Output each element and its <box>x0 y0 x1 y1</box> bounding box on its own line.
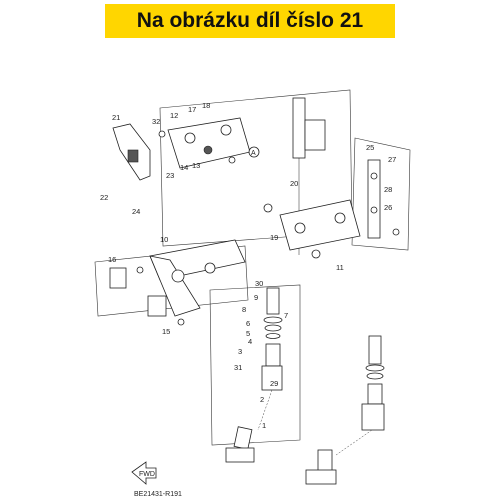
callout-19: 19 <box>270 233 278 242</box>
callout-2: 2 <box>260 395 264 404</box>
callout-5: 5 <box>246 329 250 338</box>
steering-head-tube <box>292 97 326 255</box>
title-banner: Na obrázku díl číslo 21 <box>105 4 395 38</box>
callout-26: 26 <box>384 203 392 212</box>
callout-13: 13 <box>192 161 200 170</box>
banner-title: Na obrázku díl číslo 21 <box>136 9 364 32</box>
fwd-arrow: FWD <box>131 461 157 485</box>
callout-27: 27 <box>388 155 396 164</box>
callout-8: 8 <box>242 305 246 314</box>
callout-11: 11 <box>336 263 344 272</box>
callout-15: 15 <box>162 327 170 336</box>
lower-bracket <box>279 199 361 251</box>
part-25-bracket <box>367 159 381 239</box>
callout-9: 9 <box>254 293 258 302</box>
callout-22: 22 <box>100 193 108 202</box>
fork-left <box>225 287 283 463</box>
upper-bracket <box>167 117 251 169</box>
callout-labels: 21 12 17 18 32 13 14 23 22 24 10 16 15 1… <box>100 101 396 430</box>
svg-text:A: A <box>251 150 256 157</box>
callout-17: 17 <box>188 105 196 114</box>
callout-14: 14 <box>180 163 188 172</box>
callout-25: 25 <box>366 143 374 152</box>
callout-30: 30 <box>255 279 263 288</box>
callout-29: 29 <box>270 379 278 388</box>
callout-12: 12 <box>170 111 178 120</box>
callout-28: 28 <box>384 185 392 194</box>
callout-23: 23 <box>166 171 174 180</box>
callout-21: 21 <box>112 113 120 122</box>
marker-a: A <box>248 146 260 158</box>
callout-20: 20 <box>290 179 298 188</box>
callout-4: 4 <box>248 337 252 346</box>
main-steering-bracket <box>149 239 246 317</box>
callout-31: 31 <box>234 363 242 372</box>
callout-16: 16 <box>108 255 116 264</box>
fork-right <box>305 335 385 485</box>
callout-10: 10 <box>160 235 168 244</box>
svg-text:FWD: FWD <box>139 471 155 478</box>
callout-3: 3 <box>238 347 242 356</box>
callout-18: 18 <box>202 101 210 110</box>
callout-1: 1 <box>262 421 266 430</box>
callout-6: 6 <box>246 319 250 328</box>
callout-24: 24 <box>132 207 140 216</box>
part-21-bracket <box>112 123 151 181</box>
callout-32: 32 <box>152 117 160 126</box>
small-hardware <box>109 130 400 326</box>
callout-7: 7 <box>284 311 288 320</box>
diagram-ref-code: BE21431-R191 <box>134 491 182 498</box>
